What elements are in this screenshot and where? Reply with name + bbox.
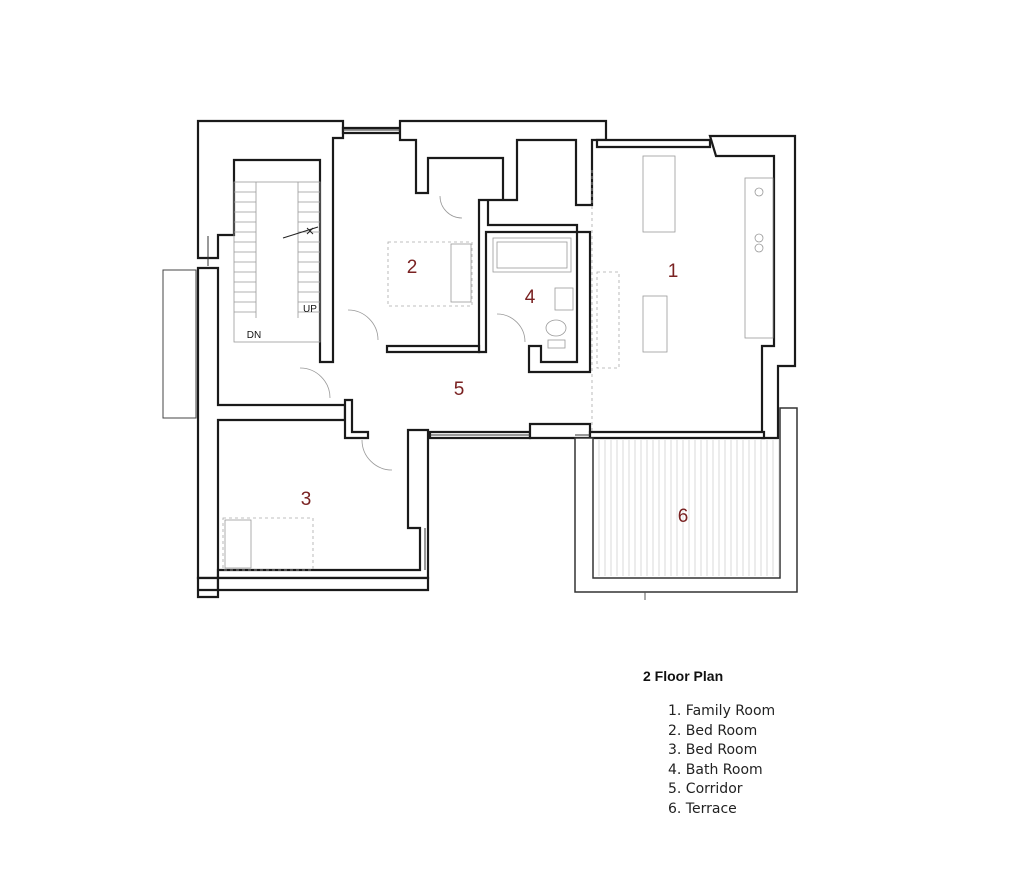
- room-number-4: 4: [525, 287, 536, 308]
- room-number-2: 2: [407, 257, 418, 278]
- legend-title: 2 Floor Plan: [643, 668, 724, 684]
- legend-item: 4. Bath Room: [668, 761, 763, 778]
- room-number-5: 5: [454, 379, 465, 400]
- legend-item: 2. Bed Room: [668, 722, 758, 739]
- terrace-structure: [574, 407, 798, 600]
- room-number-1: 1: [668, 261, 679, 282]
- legend: 2 Floor Plan 1. Family Room 2. Bed Room …: [643, 668, 775, 820]
- room-number-3: 3: [301, 489, 312, 510]
- legend-item: 5. Corridor: [668, 781, 743, 798]
- furniture: [207, 129, 774, 571]
- legend-item: 3. Bed Room: [668, 742, 758, 759]
- legend-item: 6. Terrace: [668, 800, 737, 817]
- room-labels: 1 2 3 4 5 6: [301, 257, 689, 527]
- outer-walls: [162, 119, 797, 599]
- stair-down-label: DN: [247, 330, 261, 341]
- stair-up-label: UP: [303, 304, 317, 315]
- room-number-6: 6: [678, 506, 689, 527]
- stair: [233, 181, 321, 343]
- legend-item: 1. Family Room: [668, 703, 776, 719]
- legend-list: 1. Family Room 2. Bed Room 3. Bed Room 4…: [643, 702, 775, 820]
